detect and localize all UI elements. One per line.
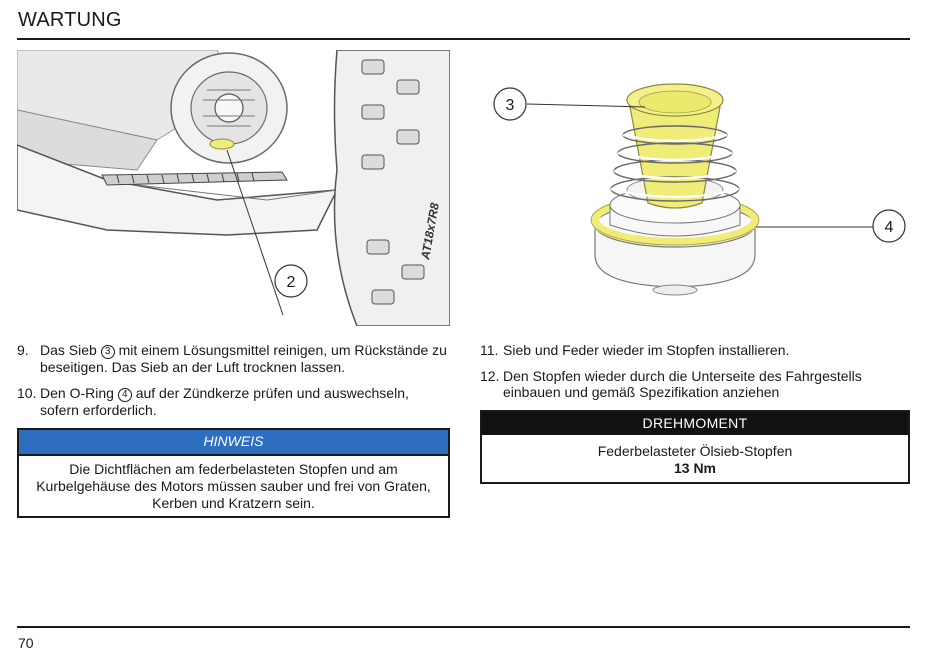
callout-label-3: 3 bbox=[506, 97, 515, 114]
callout-circle-2 bbox=[274, 264, 308, 298]
torque-value: 13 Nm bbox=[673, 460, 717, 476]
footer-divider bbox=[17, 626, 910, 628]
strainer-plug-illustration: 3 4 bbox=[480, 55, 910, 317]
step-text: Den O-Ring 4 auf der Zündkerze prüfen un… bbox=[40, 385, 450, 419]
torque-spec-box: DREHMOMENT Federbelasteter Ölsieb-Stopfe… bbox=[480, 409, 910, 484]
step-text-part: Das Sieb bbox=[40, 342, 101, 358]
atv-underside-drawing: AT18x7R8 2 bbox=[17, 50, 450, 326]
page-title: WARTUNG bbox=[18, 9, 122, 31]
callout-label-2: 2 bbox=[287, 274, 296, 291]
note-box: HINWEIS Die Dichtflächen am federbelaste… bbox=[17, 428, 450, 518]
torque-body: Federbelasteter Ölsieb-Stopfen 13 Nm bbox=[482, 435, 908, 482]
ref-circle-3: 3 bbox=[100, 345, 115, 359]
step-12: 12. Den Stopfen wieder durch die Unterse… bbox=[480, 368, 910, 401]
strainer-plug-drawing: 3 4 bbox=[480, 55, 910, 317]
step-text: Den Stopfen wieder durch die Unterseite … bbox=[503, 367, 862, 401]
header-divider bbox=[17, 38, 910, 40]
step-text-part: Den O-Ring bbox=[40, 384, 118, 401]
note-heading: HINWEIS bbox=[19, 430, 448, 456]
left-column: 9. Das Sieb 3 mit einem Lösungsmittel re… bbox=[17, 342, 450, 518]
callout-label-4: 4 bbox=[885, 219, 894, 236]
step-text: Das Sieb 3 mit einem Lösungsmittel reini… bbox=[40, 342, 450, 376]
right-column: 11. Sieb und Feder wieder im Stopfen ins… bbox=[480, 342, 910, 484]
page-number: 70 bbox=[18, 635, 34, 651]
step-10: 10. Den O-Ring 4 auf der Zündkerze prüfe… bbox=[17, 385, 450, 419]
step-number: 11. bbox=[480, 342, 499, 358]
step-number: 12. bbox=[480, 367, 500, 384]
ref-circle-4: 4 bbox=[117, 387, 132, 402]
step-number: 9. bbox=[17, 342, 29, 358]
step-text-part: mit einem Lösungsmittel reinigen, um Rüc… bbox=[40, 342, 447, 375]
callout-circle-4 bbox=[872, 209, 906, 243]
step-9: 9. Das Sieb 3 mit einem Lösungsmittel re… bbox=[17, 342, 450, 376]
atv-underside-illustration: AT18x7R8 2 bbox=[17, 50, 450, 326]
note-text: Die Dichtflächen am federbelasteten Stop… bbox=[36, 460, 431, 511]
torque-heading: DREHMOMENT bbox=[482, 411, 908, 435]
callout-circle-3 bbox=[493, 87, 527, 121]
step-text: Sieb und Feder wieder im Stopfen install… bbox=[503, 342, 790, 358]
torque-item: Federbelasteter Ölsieb-Stopfen bbox=[597, 443, 793, 459]
step-text-part: auf der Zündkerze prüfen und auswechseln… bbox=[40, 384, 409, 418]
step-number: 10. bbox=[17, 384, 37, 401]
step-11: 11. Sieb und Feder wieder im Stopfen ins… bbox=[480, 342, 910, 359]
